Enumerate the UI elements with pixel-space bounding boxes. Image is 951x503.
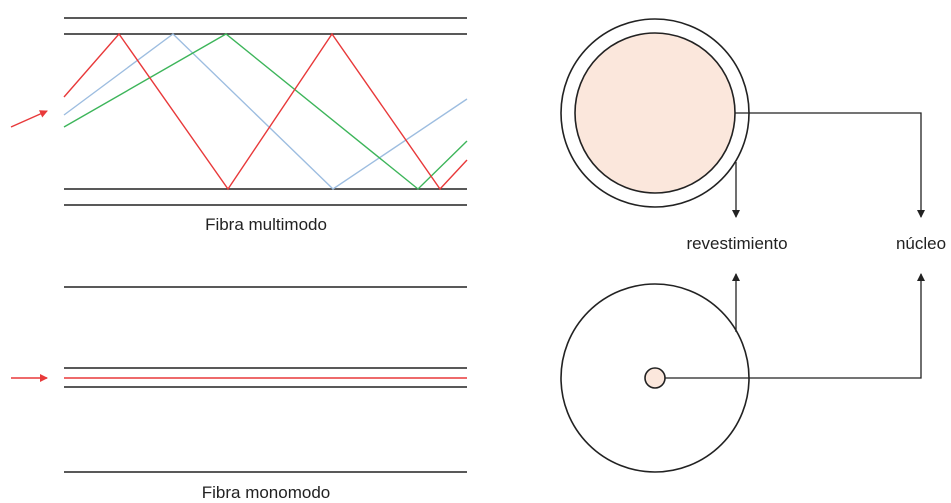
- multimode-ray-red: [63, 32, 468, 191]
- multimode-ray-blue: [63, 33, 468, 190]
- multimode-cross-section: [560, 18, 750, 208]
- core-pointer-bottom: [665, 273, 925, 379]
- cladding-label: revestimiento: [686, 234, 787, 253]
- singlemode-core-circle: [644, 367, 666, 389]
- multimode-label: Fibra multimodo: [205, 215, 327, 234]
- singlemode-fiber: Fibra monomodo: [11, 286, 467, 502]
- multimode-core-circle: [574, 32, 736, 194]
- multimode-fiber: Fibra multimodo: [10, 17, 468, 234]
- core-pointer-top: [735, 112, 925, 218]
- singlemode-label: Fibra monomodo: [202, 483, 331, 502]
- core-label: núcleo: [896, 234, 946, 253]
- core-pointers: [665, 112, 925, 379]
- multimode-ray-green: [63, 33, 468, 190]
- multimode-input-arrow: [10, 110, 48, 128]
- singlemode-cross-section: [560, 283, 750, 473]
